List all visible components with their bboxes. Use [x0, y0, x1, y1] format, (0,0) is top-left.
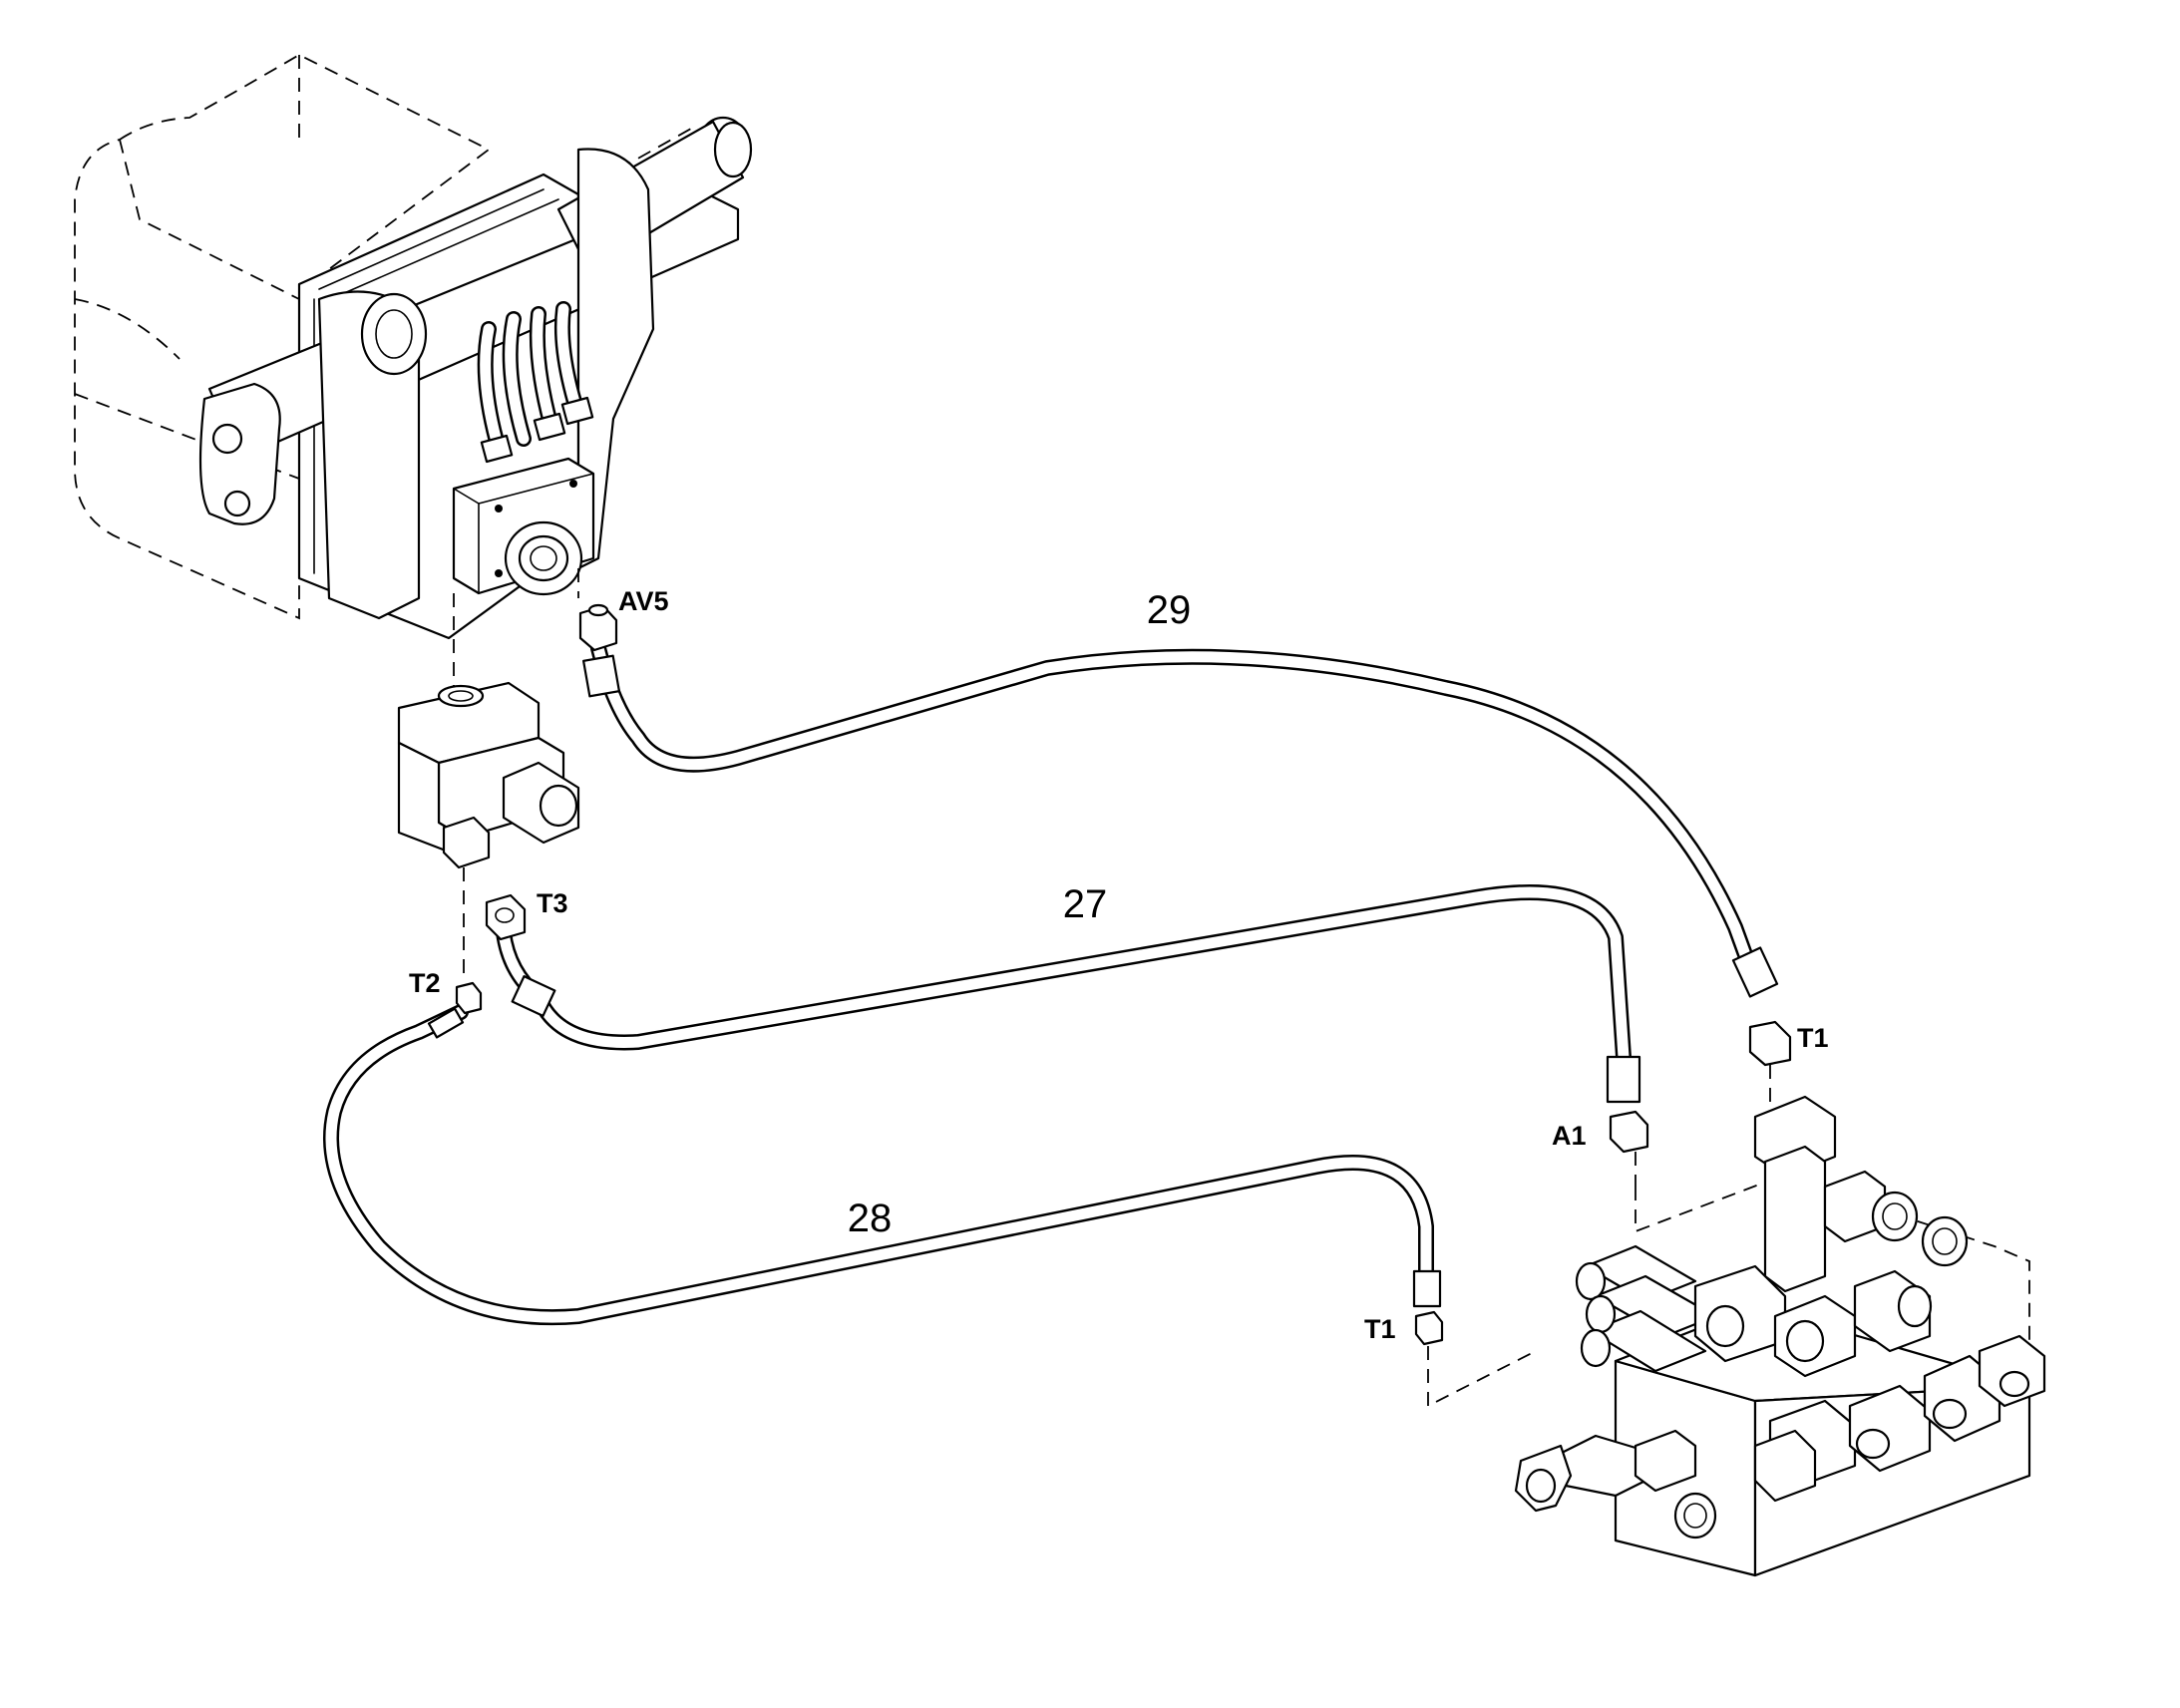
side-elbow-fitting — [1514, 1429, 1717, 1539]
port-a1-label: A1 — [1552, 1121, 1587, 1151]
valve-hoses — [477, 301, 594, 464]
port-t1-bottom-label: T1 — [1364, 1314, 1396, 1344]
upper-assembly — [74, 53, 753, 688]
t1-bottom-fitting — [1414, 1310, 1444, 1346]
hose-28-callout: 28 — [848, 1196, 893, 1240]
spool-row — [1575, 1244, 1717, 1373]
hose-27 — [485, 884, 1649, 1187]
valve-fittings — [1693, 1095, 1969, 1378]
labels: 29 27 28 AV5 T3 T2 T1 A1 T1 — [409, 586, 1829, 1344]
hose-28 — [323, 981, 1537, 1408]
hose-29 — [578, 603, 1792, 1107]
t2-fitting — [455, 981, 483, 1015]
port-t3-label: T3 — [537, 888, 568, 918]
t3-fitting — [485, 893, 527, 941]
pilot-valve-body — [452, 457, 595, 596]
hose-27-callout: 27 — [1063, 882, 1108, 926]
t1-top-fitting — [1748, 1020, 1792, 1067]
intermediate-valve-block — [397, 681, 580, 982]
lever-arm — [198, 382, 281, 525]
hose-29-callout: 29 — [1147, 588, 1192, 632]
lower-spools — [1753, 1334, 2046, 1503]
main-control-valve — [1514, 1095, 2046, 1577]
port-t1-top-label: T1 — [1797, 1023, 1829, 1053]
port-av5-label: AV5 — [618, 586, 669, 616]
port-t2-label: T2 — [409, 968, 441, 998]
a1-fitting — [1609, 1110, 1649, 1154]
